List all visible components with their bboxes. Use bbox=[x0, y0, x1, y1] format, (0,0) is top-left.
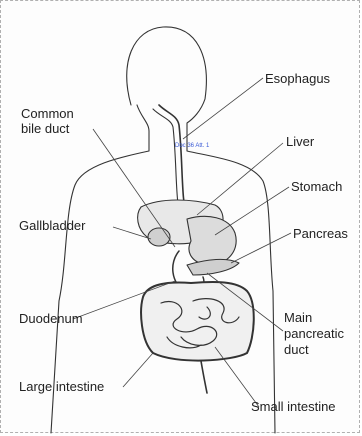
leader-liver bbox=[197, 143, 283, 215]
label-small-intestine: Small intestine bbox=[251, 399, 336, 414]
leader-common-bile-duct bbox=[93, 129, 175, 247]
label-liver: Liver bbox=[286, 134, 314, 149]
leader-stomach bbox=[215, 187, 289, 235]
pancreas-organ bbox=[187, 259, 239, 275]
label-large-intestine: Large intestine bbox=[19, 379, 104, 394]
leader-large-intestine bbox=[123, 353, 153, 387]
leader-esophagus bbox=[183, 78, 263, 139]
label-stomach: Stomach bbox=[291, 179, 342, 194]
label-main-pancreatic-duct: Main pancreatic duct bbox=[284, 310, 344, 358]
label-esophagus: Esophagus bbox=[265, 71, 330, 86]
large-intestine-organ bbox=[141, 282, 254, 361]
label-gallbladder: Gallbladder bbox=[19, 218, 86, 233]
label-duodenum: Duodenum bbox=[19, 311, 83, 326]
gallbladder-organ bbox=[148, 228, 170, 246]
label-common-bile-duct: Common bile duct bbox=[21, 106, 74, 136]
label-pancreas: Pancreas bbox=[293, 226, 348, 241]
document-stamp: Doc 36 Att. 1 bbox=[175, 143, 209, 149]
stomach-organ bbox=[187, 216, 236, 265]
leader-pancreas bbox=[231, 233, 291, 263]
